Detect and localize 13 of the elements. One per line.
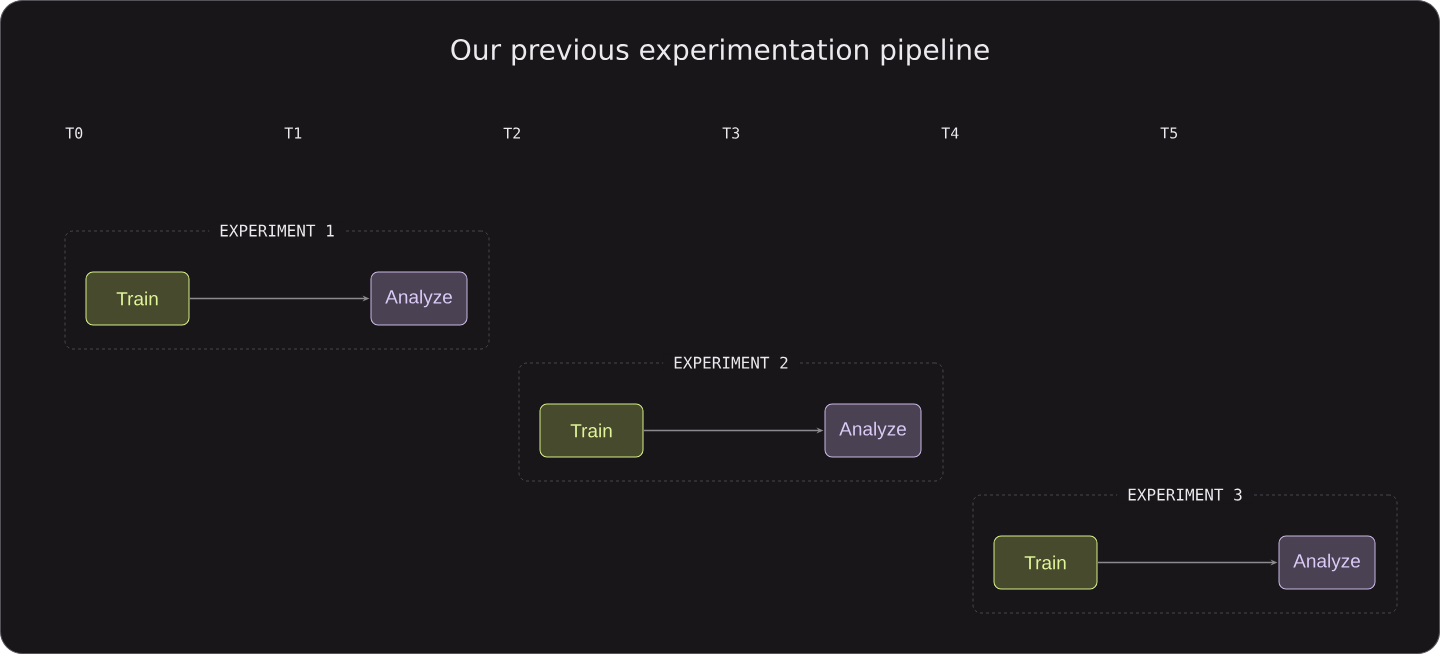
- title: Our previous experimentation pipeline: [451, 38, 989, 66]
- train-box: Train: [993, 535, 1098, 590]
- time-label: T0: [65, 127, 83, 139]
- analyze-box: Analyze: [1278, 535, 1376, 590]
- time-label: T3: [722, 127, 740, 139]
- analyze-box: Analyze: [370, 271, 468, 326]
- time-label: T4: [941, 127, 959, 139]
- time-label: T1: [284, 127, 302, 139]
- time-label: T5: [1160, 127, 1178, 139]
- time-label: T2: [503, 127, 520, 139]
- analyze-box: Analyze: [824, 403, 922, 458]
- train-box: Train: [85, 271, 190, 326]
- train-box: Train: [539, 403, 644, 458]
